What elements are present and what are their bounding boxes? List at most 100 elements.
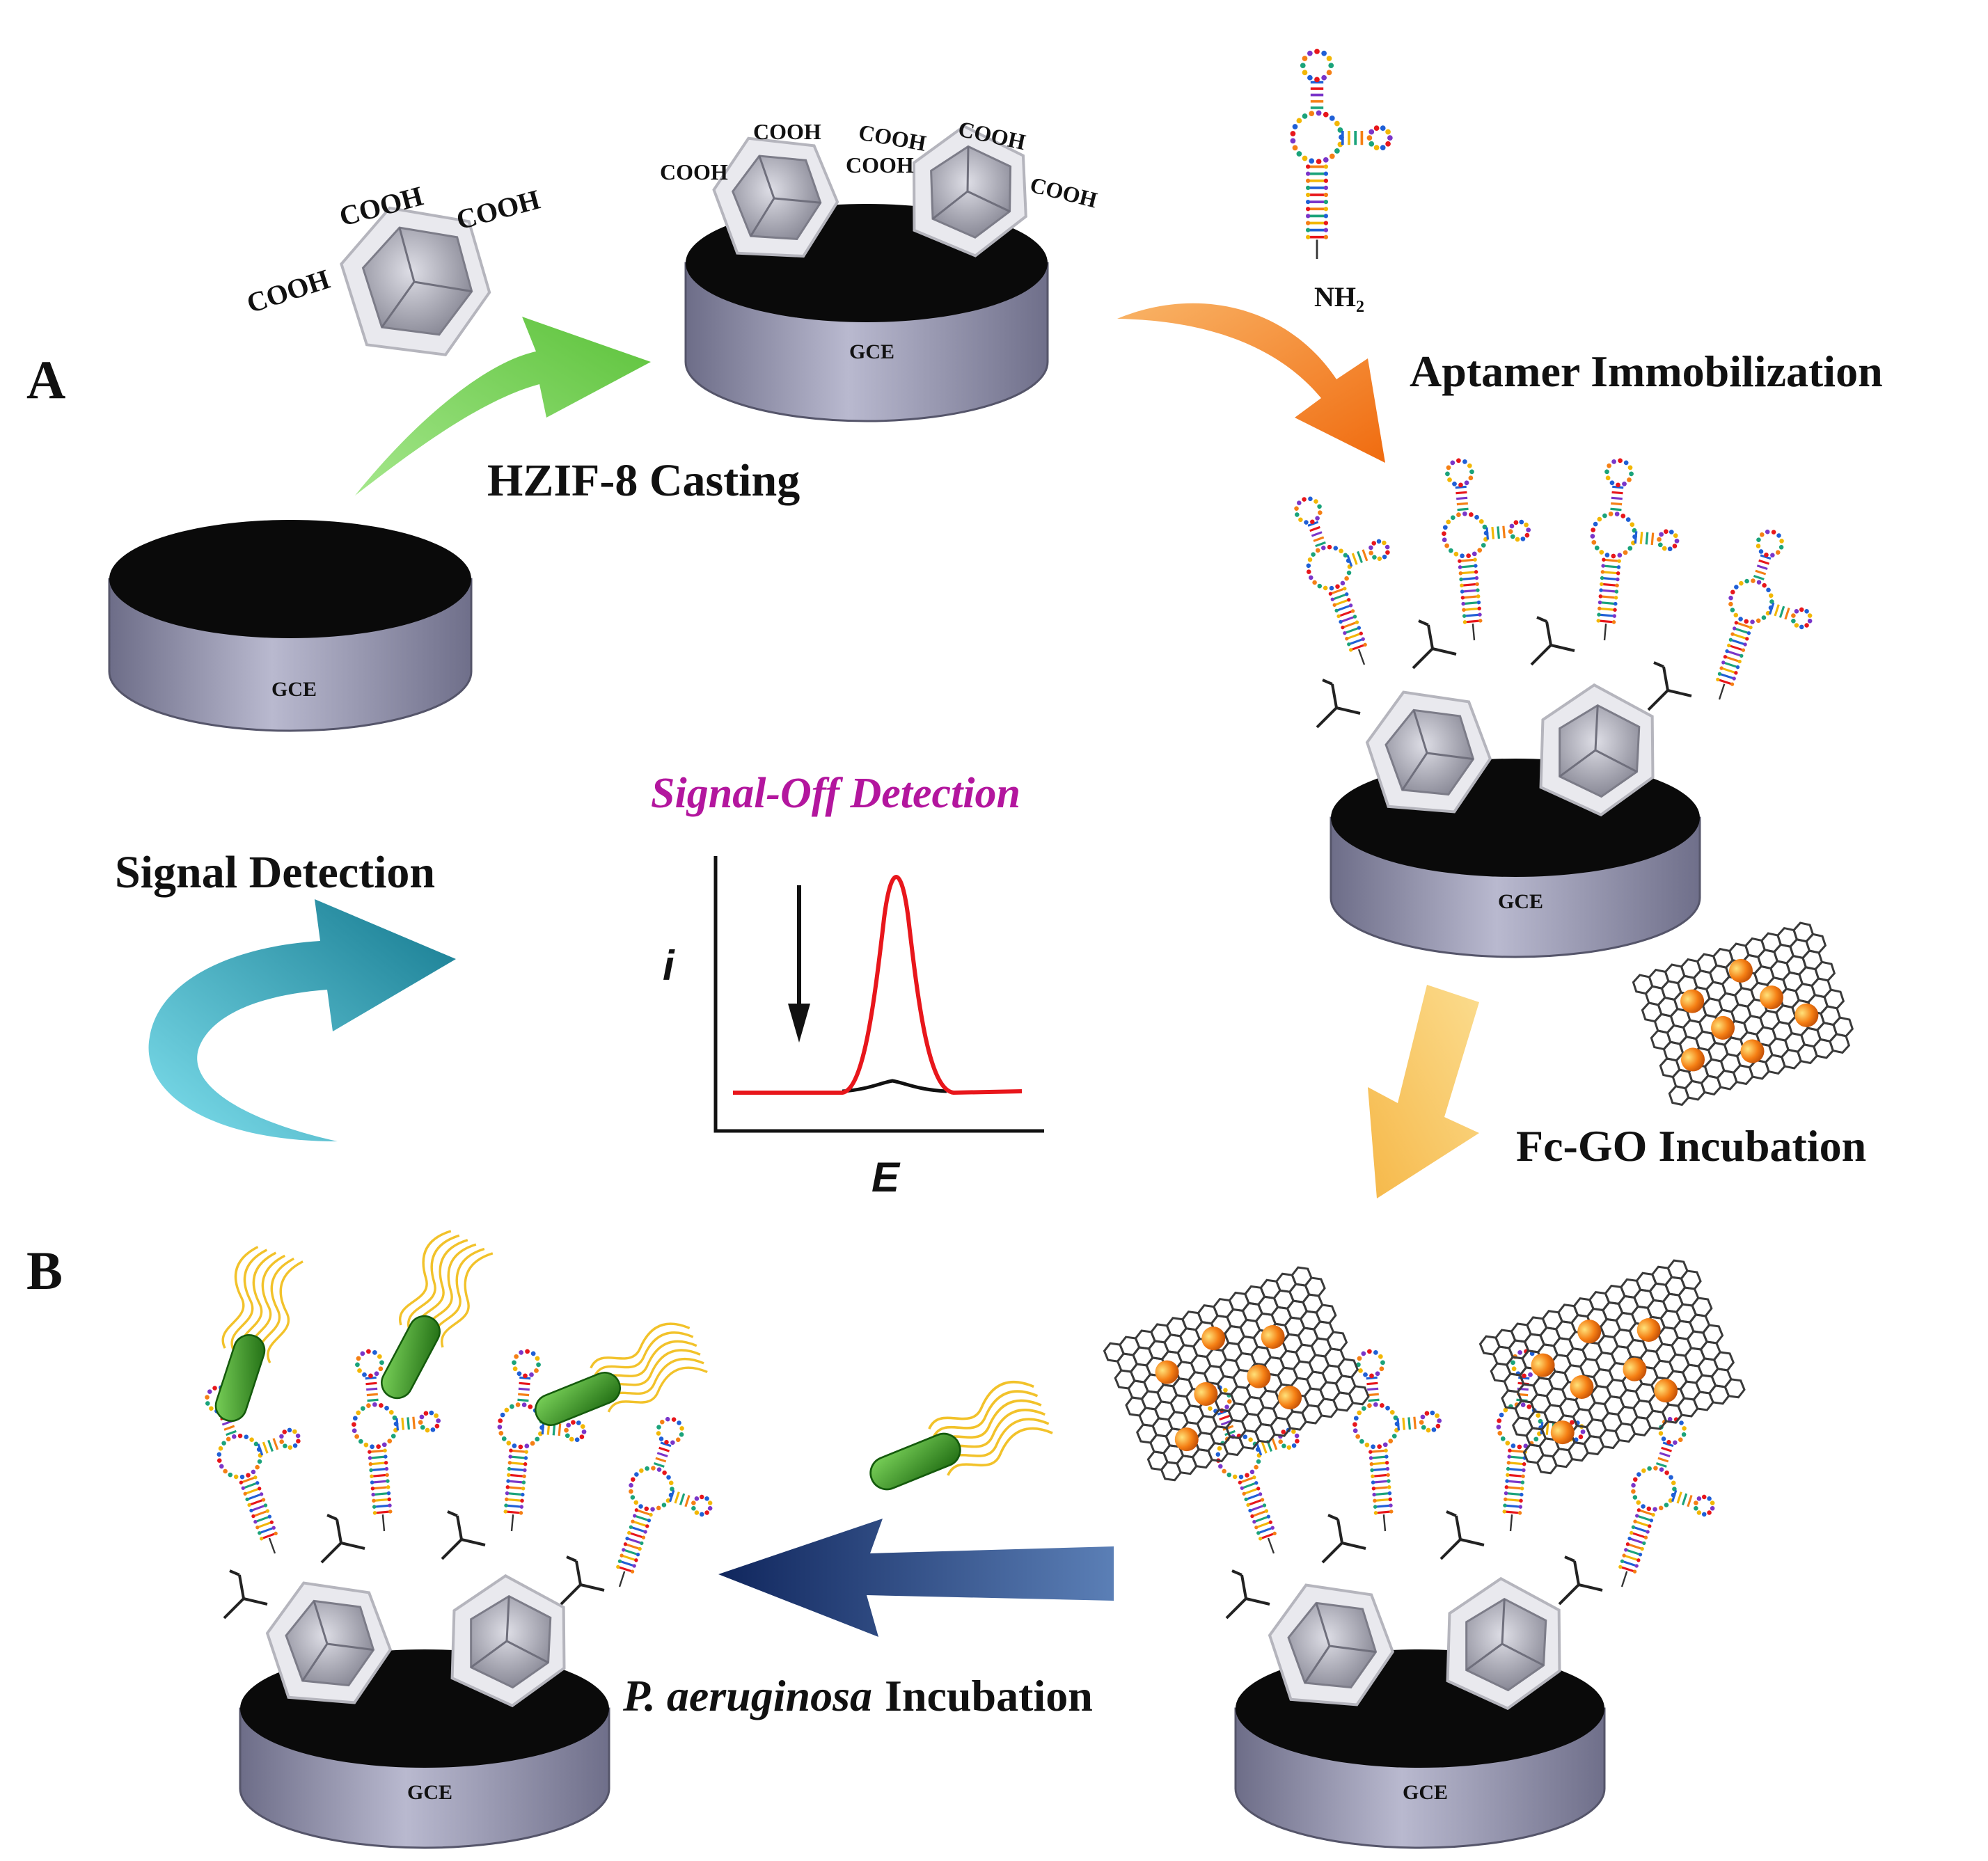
ferrocene-dot	[1740, 1039, 1765, 1063]
electrode-label: GCE	[1498, 890, 1543, 913]
bacterium-body	[381, 1315, 441, 1400]
ferrocene-dot	[1201, 1327, 1226, 1351]
aptamer-arrow	[1117, 303, 1385, 463]
aptamer	[1294, 496, 1390, 665]
hzif8-electrode: GCE	[684, 204, 1049, 422]
high-signal-curve	[733, 875, 1023, 1095]
aptamer	[1290, 49, 1393, 259]
signal-detection-arrow	[148, 899, 456, 1141]
pa-incubation-label: P. aeruginosa Incubation	[622, 1671, 1093, 1720]
flagellum	[440, 1252, 494, 1348]
electrode-label: GCE	[407, 1781, 452, 1804]
flagellum	[947, 1427, 1053, 1476]
cooh-label: COOH	[857, 119, 929, 155]
bacterium-body	[214, 1334, 266, 1422]
amide-linker	[560, 1555, 605, 1606]
flagellum	[593, 1331, 694, 1378]
aptamer	[616, 1416, 713, 1587]
ferrocene-dot	[1174, 1427, 1199, 1452]
signal-off-label: Signal-Off Detection	[651, 770, 1020, 817]
bare-electrode: GCE	[108, 520, 473, 732]
ferrocene-dot	[1711, 1015, 1735, 1040]
amide-linker	[1439, 1510, 1485, 1560]
ferrocene-dot	[1680, 989, 1705, 1013]
panel-label-a: A	[26, 349, 65, 410]
ferrocene-dot	[1570, 1375, 1594, 1400]
incubation-arrow	[718, 1519, 1114, 1637]
ferrocene-dot	[1728, 958, 1753, 983]
plot-ylabel: i	[663, 942, 675, 989]
hzif8-crystal	[450, 1574, 566, 1708]
hzif8-crystal	[340, 206, 491, 356]
amide-linker	[1530, 616, 1575, 666]
voltammogram-plot: i E	[663, 856, 1044, 1201]
bacterium	[869, 1381, 1053, 1491]
ferrocene-dot	[1155, 1360, 1179, 1384]
bacterium-body	[869, 1432, 961, 1491]
electrode-label: GCE	[271, 678, 317, 701]
bacteria-layer	[214, 1230, 1053, 1491]
bacterium	[535, 1322, 708, 1426]
panel-label-b: B	[26, 1240, 63, 1301]
hzif8-casting-label: HZIF-8 Casting	[487, 455, 800, 506]
amide-linker	[1558, 1555, 1603, 1606]
fcgo-sheet	[1632, 921, 1854, 1107]
flagellum	[590, 1322, 691, 1369]
fcgo-layer	[1103, 921, 1854, 1482]
aptamer	[1716, 529, 1813, 700]
ferrocene-dot	[1531, 1353, 1555, 1377]
electrode-label: GCE	[1403, 1781, 1448, 1804]
aptamer	[497, 1349, 587, 1532]
decrease-arrow-head	[788, 1004, 810, 1043]
ferrocene-dot	[1194, 1382, 1218, 1407]
incubation-word: Incubation	[885, 1671, 1093, 1720]
fcgo-sheet	[1478, 1259, 1746, 1475]
casting-arrow	[355, 317, 651, 496]
flagellum	[931, 1390, 1039, 1439]
ferrocene-dot	[1681, 1047, 1705, 1072]
hzif8-crystal	[1268, 1583, 1395, 1706]
species-name: P. aeruginosa	[622, 1671, 872, 1720]
signal-detection-label: Signal Detection	[115, 847, 435, 898]
ferrocene-dot	[1278, 1386, 1302, 1410]
fcgo-arrow	[1368, 985, 1479, 1198]
ferrocene-dot	[1636, 1317, 1661, 1342]
cooh-label: COOH	[1027, 172, 1100, 213]
aptamer-immobilization-label: Aptamer Immobilization	[1410, 347, 1883, 396]
fcgo-incubation-label: Fc-GO Incubation	[1516, 1121, 1866, 1171]
amide-linker	[1412, 619, 1457, 670]
aptamer	[352, 1349, 441, 1532]
ferrocene-dot	[1550, 1420, 1575, 1445]
amide-linker	[441, 1510, 486, 1560]
hzif8-crystal	[1365, 690, 1492, 814]
aptamer	[1590, 458, 1680, 641]
cooh-label: COOH	[243, 263, 333, 319]
amide-linker	[1316, 679, 1361, 729]
bacterium-body	[535, 1372, 621, 1426]
flagellum	[928, 1381, 1034, 1430]
plot-axes	[713, 856, 1044, 1133]
cooh-label: COOH	[753, 119, 821, 144]
hzif8-crystal	[1539, 683, 1655, 817]
hzif8-crystal	[1446, 1576, 1561, 1711]
electrode-label: GCE	[849, 340, 894, 363]
bacterium	[214, 1246, 303, 1422]
amide-linker	[320, 1514, 365, 1564]
hzif8-crystal	[912, 125, 1027, 258]
aptamer-layer	[205, 49, 1813, 1587]
ferrocene-dot	[1577, 1320, 1602, 1344]
amine-label: NH₂	[1314, 281, 1364, 312]
flagellum	[267, 1260, 303, 1363]
low-signal-curve	[842, 1079, 947, 1093]
fcgo-sheet	[1103, 1266, 1370, 1482]
amide-linker	[1225, 1569, 1270, 1620]
ferrocene-dot	[1794, 1003, 1819, 1027]
flagellum	[398, 1230, 452, 1326]
aptamer	[1352, 1349, 1442, 1532]
cooh-label: COOH	[846, 152, 914, 177]
aptamer	[1204, 1385, 1300, 1554]
flagellum	[221, 1246, 259, 1349]
ferrocene-dot	[1623, 1357, 1647, 1381]
bacterium	[381, 1230, 494, 1400]
